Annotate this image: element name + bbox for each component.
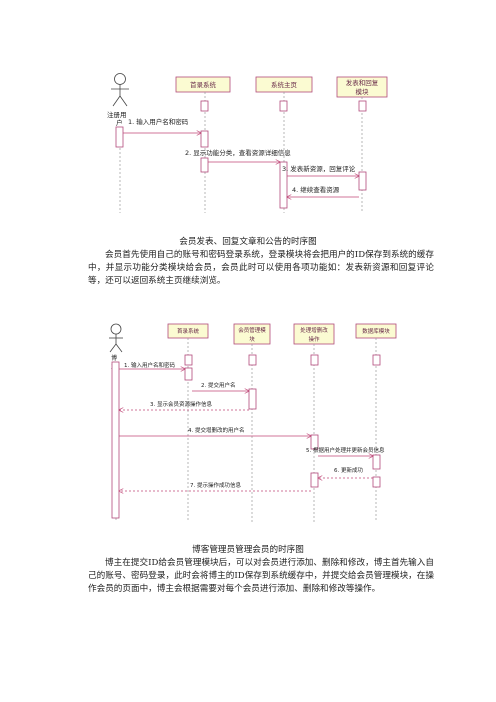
svg-text:会员管理模: 会员管理模 xyxy=(238,326,266,334)
diagram-2-caption: 博客管理员管理会员的时序图 xyxy=(192,545,304,555)
svg-text:3. 发表新资源，回复评论: 3. 发表新资源，回复评论 xyxy=(282,164,356,173)
svg-text:首录系统: 首录系统 xyxy=(177,327,200,335)
sequence-diagram-2: 博 主 首录系统 会员管理模 块 处理增删改 操作 数据库模块 xyxy=(109,323,397,522)
actor-user-icon xyxy=(111,73,129,107)
sequence-diagram-1: 注册用 户 首录系统 系统主页 发表和回复 模块 xyxy=(107,73,388,213)
svg-text:数据库模块: 数据库模块 xyxy=(362,327,390,335)
svg-text:1. 输入用户名和密码: 1. 输入用户名和密码 xyxy=(128,117,189,126)
svg-text:5. 根据用户处理并更新会员信息: 5. 根据用户处理并更新会员信息 xyxy=(306,446,385,454)
svg-text:块: 块 xyxy=(249,335,255,343)
message-5: 5. 根据用户处理并更新会员信息 xyxy=(306,446,385,456)
svg-text:处理增删改: 处理增删改 xyxy=(300,326,328,334)
actor-label: 注册用 xyxy=(107,110,127,119)
message-1: 1. 输入用户名和密码 xyxy=(123,117,201,133)
svg-text:2. 显示功能分类，查看资源详细信息: 2. 显示功能分类，查看资源详细信息 xyxy=(185,148,291,157)
lifeline-header-post-reply: 发表和回复 模块 xyxy=(336,76,388,98)
svg-text:操作: 操作 xyxy=(308,335,320,343)
svg-text:7. 提示操作成功信息: 7. 提示操作成功信息 xyxy=(190,481,241,489)
svg-text:4. 继续查看资源: 4. 继续查看资源 xyxy=(292,185,340,194)
svg-text:系统主页: 系统主页 xyxy=(271,80,298,89)
svg-text:6. 更新成功: 6. 更新成功 xyxy=(334,466,363,474)
svg-text:2. 提交用户名: 2. 提交用户名 xyxy=(201,381,236,389)
message-3: 3. 显示会员资源操作信息 xyxy=(119,400,249,410)
lifeline-header-login: 首录系统 xyxy=(175,76,231,93)
lifeline-header-homepage: 系统主页 xyxy=(255,76,313,93)
lifeline-header-login: 首录系统 xyxy=(167,323,209,339)
actor-label-2: 户 xyxy=(116,118,123,127)
svg-text:3. 显示会员资源操作信息: 3. 显示会员资源操作信息 xyxy=(150,400,212,408)
message-1: 1. 输入用户名和密码 xyxy=(119,361,185,369)
message-4: 4. 提交增删改的用户名 xyxy=(119,426,311,436)
svg-text:发表和回复: 发表和回复 xyxy=(346,78,379,87)
svg-text:4. 提交增删改的用户名: 4. 提交增删改的用户名 xyxy=(188,426,245,434)
paragraph-1: 会员首先使用自己的账号和密码登录系统，登录模块将会把用户的ID保存到系统的缓存中… xyxy=(88,250,434,286)
message-2: 2. 显示功能分类，查看资源详细信息 xyxy=(185,148,291,162)
actor-label: 博 xyxy=(111,354,117,362)
lifeline-header-member-mgmt: 会员管理模 块 xyxy=(233,323,271,345)
message-4: 4. 继续查看资源 xyxy=(287,185,359,197)
actor-blogger-icon xyxy=(109,323,123,353)
lifeline-header-crud: 处理增删改 操作 xyxy=(293,323,335,345)
paragraph-2: 博主在提交ID给会员管理模块后，可以对会员进行添加、删除和修改，博主首先输入自己… xyxy=(88,558,434,594)
diagram-1-caption: 会员发表、回复文章和公告的时序图 xyxy=(179,237,317,247)
lifeline-header-database: 数据库模块 xyxy=(355,323,397,339)
message-2: 2. 提交用户名 xyxy=(192,381,249,391)
message-6: 6. 更新成功 xyxy=(318,466,373,478)
svg-text:1. 输入用户名和密码: 1. 输入用户名和密码 xyxy=(124,361,175,369)
svg-text:首录系统: 首录系统 xyxy=(190,80,217,89)
message-3: 3. 发表新资源，回复评论 xyxy=(282,164,359,176)
message-7: 7. 提示操作成功信息 xyxy=(119,481,311,491)
svg-text:模块: 模块 xyxy=(356,87,370,96)
